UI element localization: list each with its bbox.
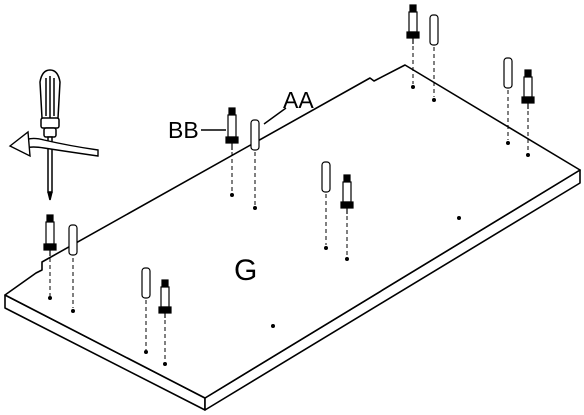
label-dowel: AA (283, 87, 314, 113)
hole (526, 153, 530, 157)
dowel (503, 57, 513, 89)
hole (253, 206, 257, 210)
label-leaders (201, 107, 287, 131)
panel-top-face (4, 64, 581, 399)
label-panel: G (234, 254, 257, 287)
hole (230, 193, 234, 197)
hole (345, 257, 349, 261)
hardware-set-labeled (225, 107, 260, 210)
hardware-set-front-left (43, 214, 78, 313)
cam-bolt (158, 279, 172, 318)
hardware-set-back-left (406, 4, 439, 102)
dowel (321, 161, 331, 193)
hole (457, 216, 461, 220)
hole (144, 350, 148, 354)
dowel (250, 119, 260, 151)
hole (411, 85, 415, 89)
panel-holes (271, 216, 461, 328)
cam-bolt (225, 107, 239, 150)
hole (506, 141, 510, 145)
hardware-set-center (321, 161, 354, 261)
curved-arrow-icon (8, 130, 99, 158)
cam-bolt (340, 174, 354, 214)
hardware-set-back-right (503, 57, 535, 157)
dowel (141, 267, 151, 299)
dowel (68, 224, 78, 256)
hardware-set-front-middle (141, 267, 172, 366)
cam-bolt (521, 69, 535, 109)
label-cam-bolt: BB (168, 117, 199, 143)
dowel (429, 14, 439, 46)
hole (48, 296, 52, 300)
hole (271, 324, 275, 328)
hole (71, 309, 75, 313)
screwdriver-icon (39, 69, 61, 201)
hole (432, 98, 436, 102)
cam-bolt (406, 4, 420, 44)
cam-bolt (43, 214, 57, 256)
hole (163, 362, 167, 366)
panel-g (4, 64, 581, 411)
hole (324, 246, 328, 250)
